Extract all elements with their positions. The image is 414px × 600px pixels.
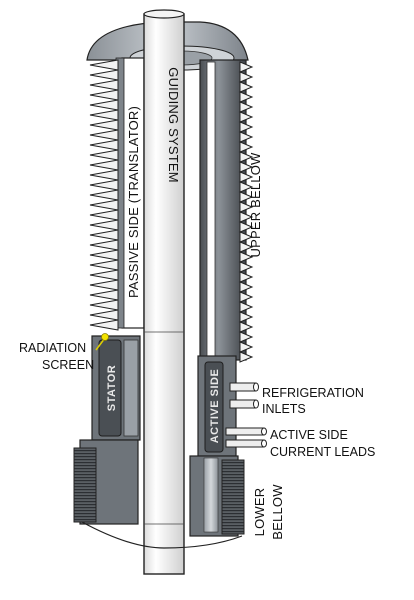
passive-side-label: PASSIVE SIDE (TRANSLATOR) xyxy=(126,106,141,298)
upper-bellow-right xyxy=(199,59,254,363)
pipes xyxy=(225,382,267,448)
radiation-screen-indicator xyxy=(95,333,109,351)
upper-bellow-label: UPPER BELLOW xyxy=(248,152,263,258)
current-lead-1 xyxy=(225,427,267,436)
passive-wall xyxy=(115,57,145,329)
bellow-convolutions xyxy=(89,59,119,331)
lower-bellow xyxy=(73,439,245,549)
lower-bellow-label-line2: BELLOW xyxy=(270,484,285,540)
radiation-label-line1: RADIATION xyxy=(19,341,86,355)
upper-bellow-left xyxy=(89,59,119,331)
lower-bellow-label-line1: LOWER xyxy=(252,488,267,537)
guiding-system-label: GUIDING SYSTEM xyxy=(166,67,181,182)
refrigeration-pipe-1 xyxy=(229,382,259,392)
stator-block: STATOR xyxy=(91,335,141,441)
bellow-convolutions xyxy=(238,61,254,363)
active-leads-label-line2: CURRENT LEADS xyxy=(270,445,375,459)
refrigeration-label-line1: REFRIGERATION xyxy=(262,386,364,400)
active-side-inner-label: ACTIVE SIDE xyxy=(209,369,221,444)
current-lead-2 xyxy=(225,439,267,448)
refrigeration-pipe-2 xyxy=(229,399,259,409)
guiding-rod xyxy=(143,9,185,575)
stator-label: STATOR xyxy=(106,365,118,411)
refrigeration-label-line2: INLETS xyxy=(262,402,306,416)
active-leads-label-line1: ACTIVE SIDE xyxy=(270,428,348,442)
radiation-label-line2: SCREEN xyxy=(42,358,94,372)
